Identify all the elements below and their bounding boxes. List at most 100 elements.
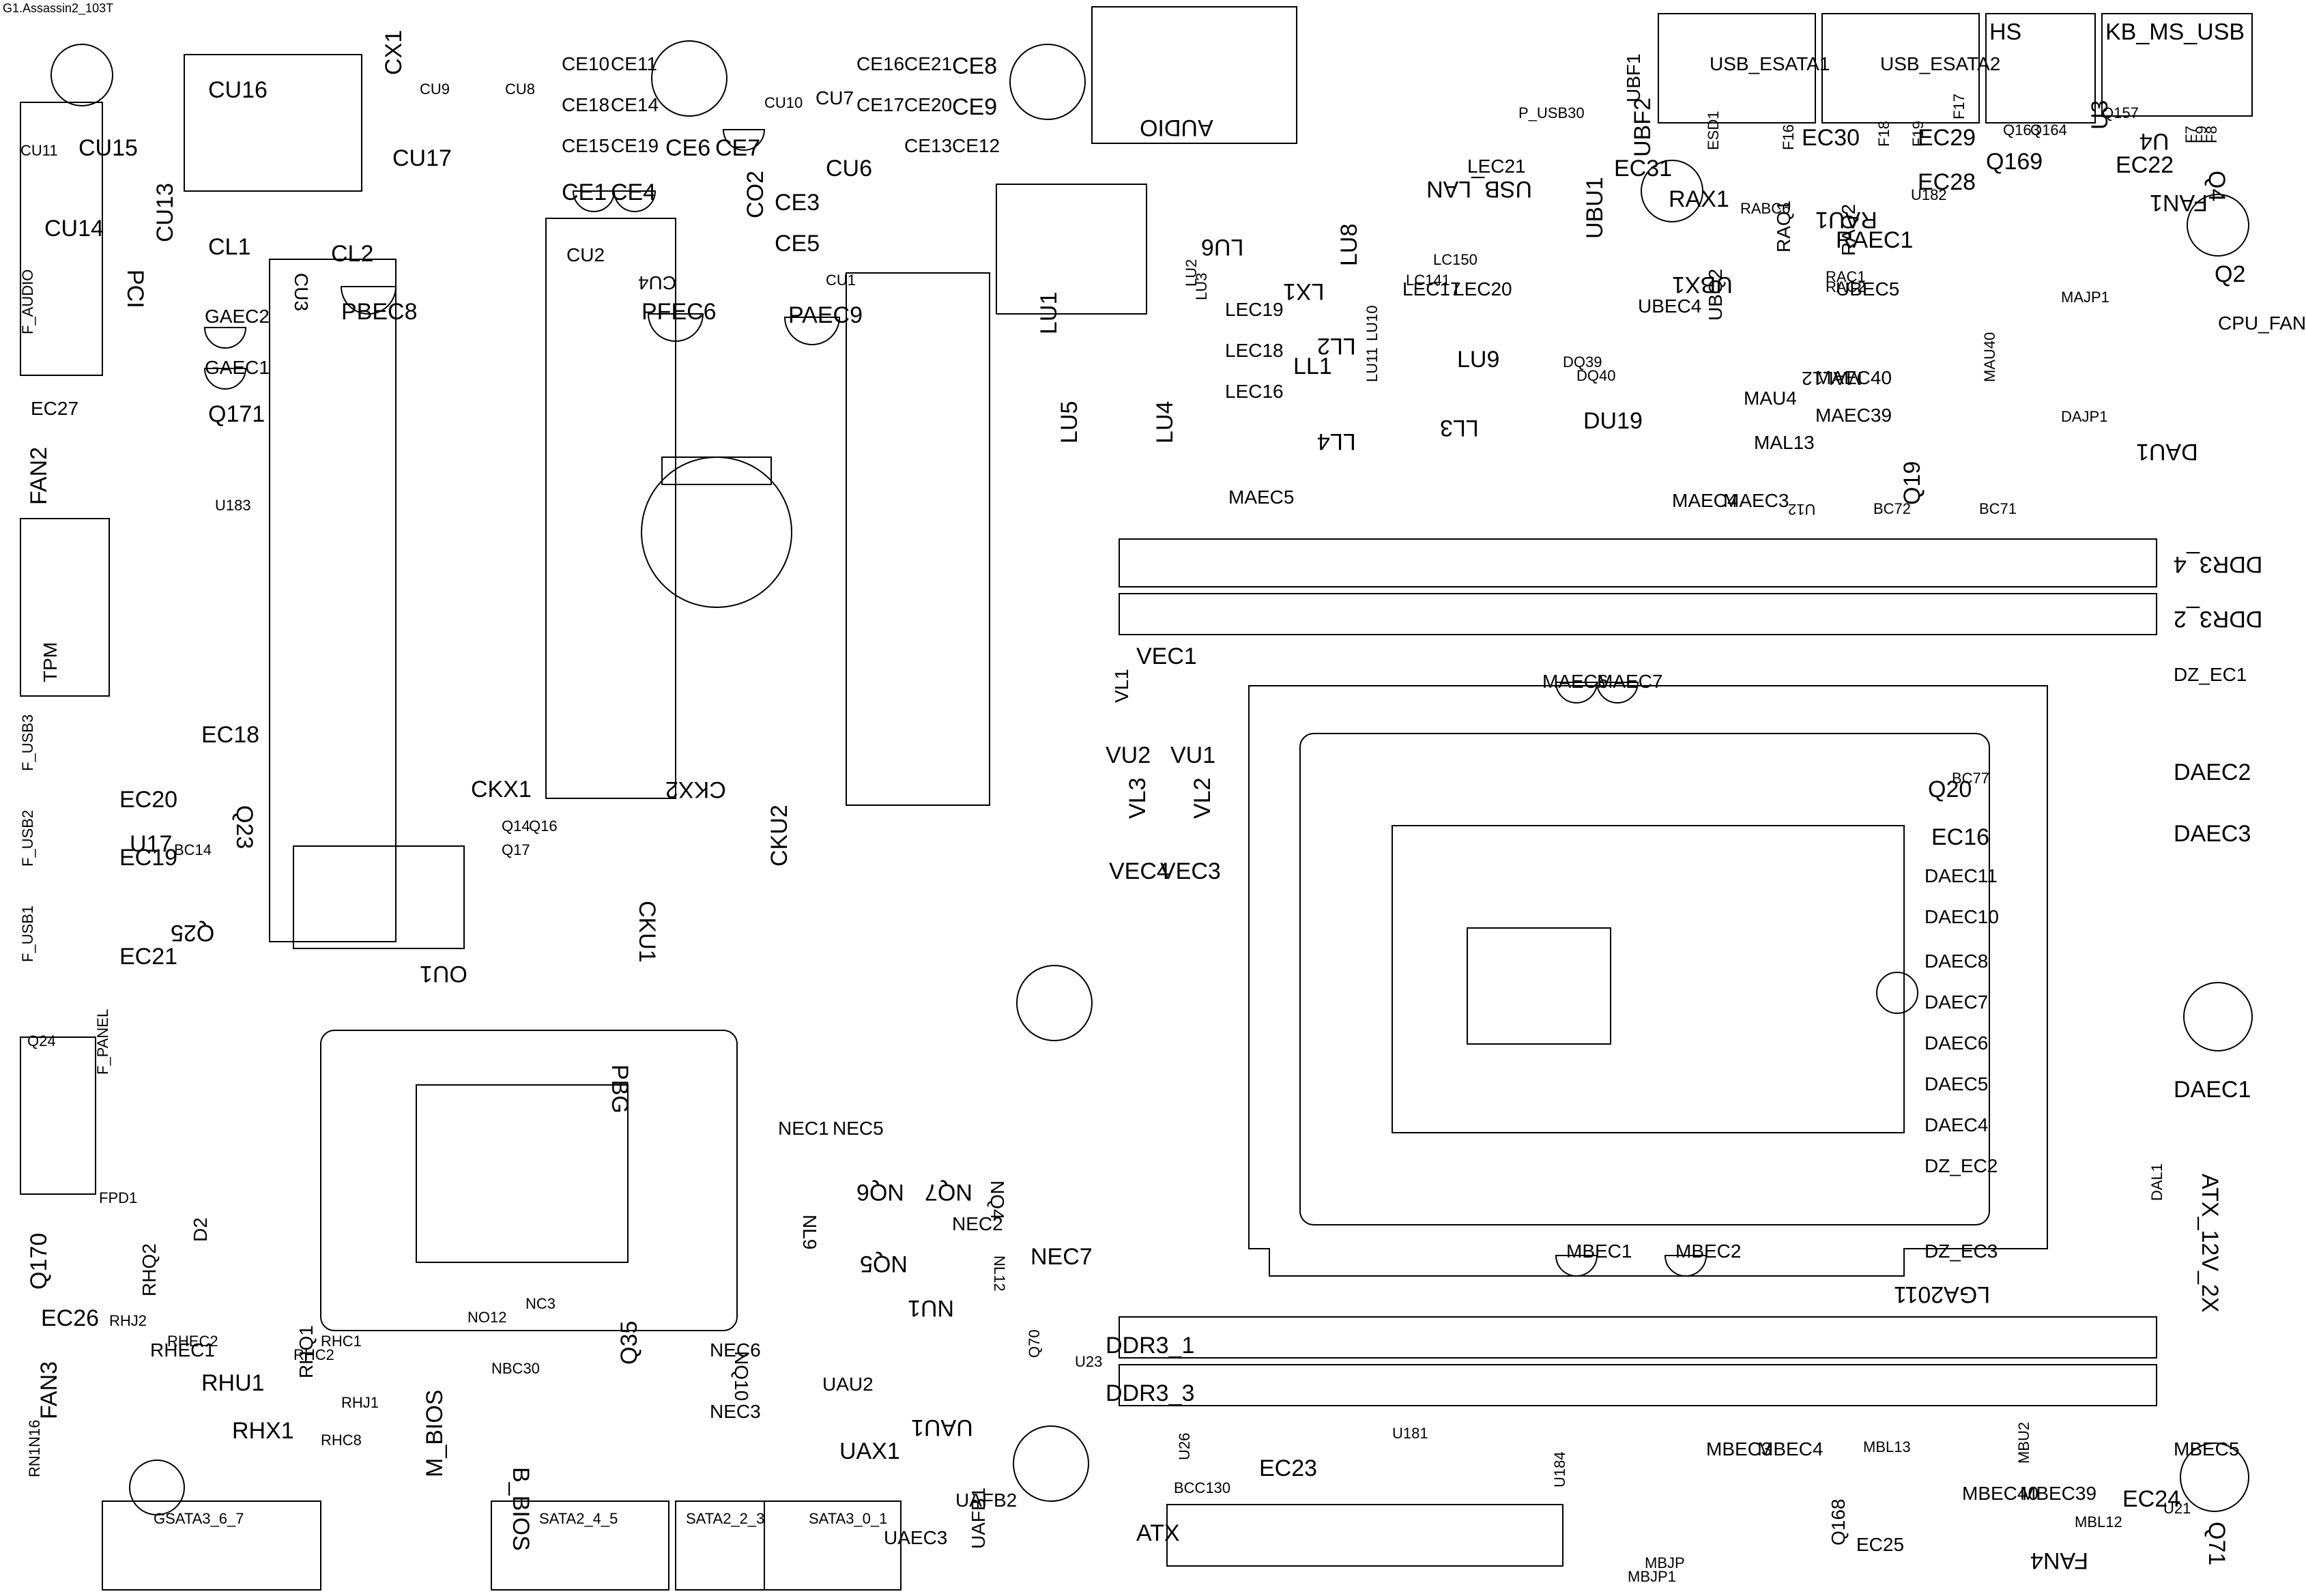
- component-label-ce1: CE1: [562, 179, 607, 205]
- component-label-ce13: CE13: [904, 135, 953, 156]
- component-label-usb-esata2: USB_ESATA2: [1880, 53, 2001, 74]
- component-label-cl1: CL1: [208, 234, 251, 260]
- component-label-f-usb3: F_USB3: [19, 714, 36, 771]
- component-label-ec22: EC22: [2116, 152, 2174, 178]
- ddr3-3: [1119, 1364, 2157, 1406]
- component-label-ubu1: UBU1: [1582, 177, 1608, 239]
- ou1-region: [293, 845, 465, 949]
- component-label-du19: DU19: [1583, 408, 1643, 434]
- component-label-rabc6: RABC6: [1740, 200, 1791, 217]
- component-label-raq2: RAQ2: [1838, 203, 1859, 256]
- component-label-esd1: ESD1: [1705, 111, 1722, 150]
- component-label-ddr3-3: DDR3_3: [1106, 1380, 1195, 1406]
- component-label-mbec1: MBEC1: [1566, 1240, 1632, 1262]
- battery: [641, 456, 792, 608]
- component-label-mal13: MAL13: [1754, 432, 1815, 453]
- lga2011-socket: [1248, 685, 2048, 1277]
- atx-connector: [1166, 1504, 1563, 1567]
- component-label-lu4: LU4: [1152, 401, 1178, 444]
- component-label-q71: Q71: [2204, 1522, 2230, 1566]
- component-label-nec3: NEC3: [710, 1401, 761, 1422]
- component-label-mbjp1: MBJP1: [1628, 1568, 1676, 1585]
- component-label-bc77: BC77: [1952, 770, 1990, 787]
- component-label-ce20: CE20: [904, 94, 953, 115]
- component-label-ddr3-1: DDR3_1: [1106, 1333, 1195, 1359]
- pch-heatsink: [320, 1030, 738, 1331]
- component-label-cu13: CU13: [152, 183, 178, 242]
- component-label-sata2-4-5: SATA2_4_5: [539, 1510, 618, 1527]
- component-label-nl12: NL12: [991, 1256, 1008, 1292]
- component-label-cu16: CU16: [208, 77, 268, 103]
- component-label-q20: Q20: [1928, 777, 1972, 802]
- component-label-bc14: BC14: [174, 841, 212, 858]
- f-panel: [20, 1036, 96, 1195]
- component-label-maec3: MAEC3: [1723, 490, 1789, 511]
- component-label-rhj2: RHJ2: [109, 1312, 147, 1329]
- component-label-ec28: EC28: [1918, 169, 1976, 195]
- component-label-ec24: EC24: [2122, 1486, 2181, 1512]
- component-label-cu9: CU9: [420, 81, 450, 98]
- component-label-nq7: NQ7: [925, 1179, 972, 1205]
- component-label-daec7: DAEC7: [1925, 991, 1989, 1013]
- hs-block: [1985, 13, 2096, 124]
- component-label-nq10: NQ10: [731, 1351, 752, 1402]
- component-label-mbec4: MBEC4: [1757, 1438, 1824, 1460]
- component-label-nl9: NL9: [799, 1215, 820, 1250]
- component-label-dau1: DAU1: [2136, 439, 2198, 465]
- component-label-lec18: LEC18: [1225, 340, 1284, 361]
- component-label-ce4: CE4: [611, 179, 657, 205]
- component-label-atx-12v-2x: ATX_12V_2X: [2197, 1174, 2223, 1313]
- component-label-daec5: DAEC5: [1925, 1073, 1989, 1094]
- component-label-daec11: DAEC11: [1925, 865, 1998, 886]
- component-label-u26: U26: [1176, 1432, 1193, 1460]
- component-label-q2: Q2: [2215, 261, 2246, 287]
- component-label-fan1: FAN1: [2150, 190, 2208, 216]
- component-label-lga2011: LGA2011: [1894, 1281, 1991, 1307]
- ddr3-2: [1119, 593, 2157, 635]
- component-label-tpm: TPM: [40, 641, 61, 682]
- component-label-vec1: VEC1: [1136, 643, 1197, 669]
- component-label-ckx2: CKX2: [665, 777, 726, 802]
- component-label-uafb2: UAFB2: [955, 1490, 1018, 1511]
- component-label-nu1: NU1: [908, 1295, 955, 1321]
- component-label-lu1: LU1: [1036, 291, 1062, 334]
- component-label-nq5: NQ5: [860, 1251, 908, 1277]
- component-label-nec5: NEC5: [833, 1118, 884, 1139]
- component-label-m-bios: M_BIOS: [422, 1389, 448, 1477]
- component-label-hs: HS: [1989, 19, 2022, 45]
- component-label-cu11: CU11: [20, 142, 58, 159]
- component-label-dajp1: DAJP1: [2061, 408, 2108, 425]
- component-label-mbjp: MBJP: [1645, 1554, 1685, 1571]
- component-label-ll1: LL1: [1293, 353, 1332, 379]
- component-label-q157: Q157: [2102, 104, 2139, 121]
- component-label-cu14: CU14: [44, 216, 104, 242]
- sata2-4-5-connector: [491, 1500, 669, 1591]
- component-label-q23: Q23: [231, 805, 257, 850]
- kb-ms-usb: [2101, 13, 2253, 117]
- socket-core: [1392, 825, 1905, 1133]
- component-label-daec1: DAEC1: [2174, 1077, 2251, 1103]
- slot-2: [846, 272, 990, 806]
- component-label-u181: U181: [1392, 1425, 1428, 1442]
- component-label-f17: F17: [1950, 93, 1968, 119]
- board-title: G1.Assassin2_103T: [3, 1, 114, 15]
- component-label-rax1: RAX1: [1669, 186, 1729, 212]
- component-label-maec7: MAEC7: [1597, 671, 1663, 692]
- component-label-q169: Q169: [1986, 149, 2043, 175]
- component-label-q168: Q168: [1828, 1498, 1849, 1546]
- component-label-daec8: DAEC8: [1925, 951, 1989, 972]
- component-label-ubec5: UBEC5: [1836, 278, 1900, 300]
- component-label-pbec8: PBEC8: [341, 299, 418, 325]
- socket-inner: [1299, 733, 1990, 1225]
- component-label-ubf1: UBF1: [1623, 53, 1644, 102]
- sata3-0-1-connector: [764, 1500, 902, 1591]
- component-label-q35: Q35: [616, 1320, 642, 1365]
- component-label-q25: Q25: [171, 920, 215, 946]
- component-label-dz-ec2: DZ_EC2: [1925, 1155, 1998, 1176]
- component-label-ubq2: UBQ2: [1705, 268, 1726, 321]
- component-label-vl1: VL1: [1111, 669, 1132, 703]
- component-label-rac2: RAC2: [1826, 278, 1866, 295]
- component-label-dz-ec3: DZ_EC3: [1925, 1240, 1998, 1262]
- component-label-dq39: DQ39: [1563, 353, 1602, 371]
- component-label-u23: U23: [1075, 1353, 1103, 1370]
